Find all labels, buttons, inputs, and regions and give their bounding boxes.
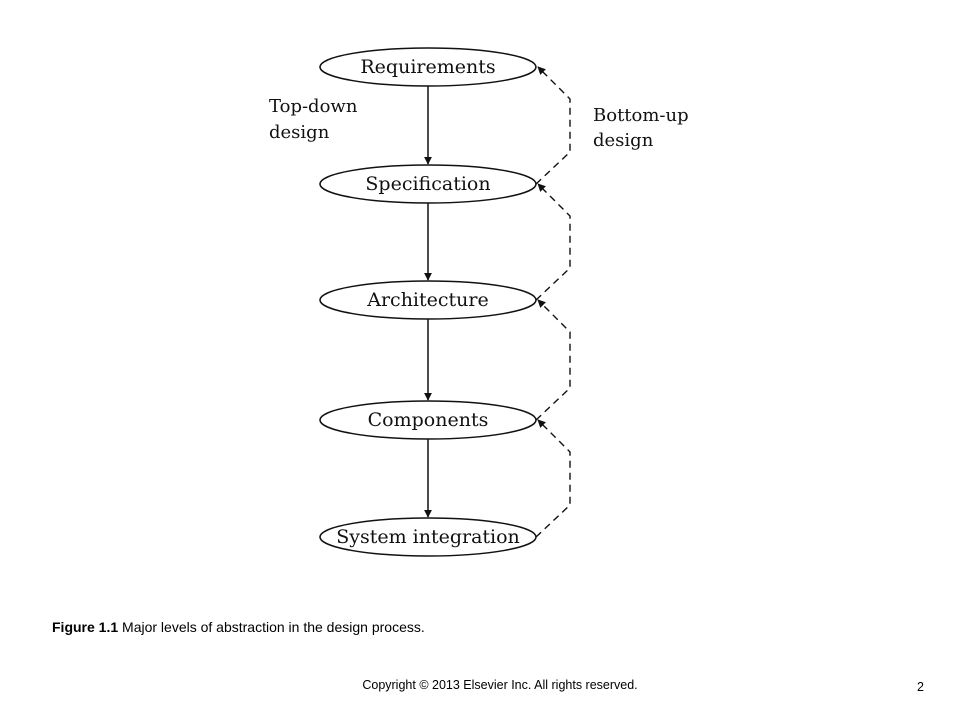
- node-components: Components: [319, 400, 537, 440]
- top-down-design-label: Top-down design: [269, 96, 363, 143]
- node-label-system-integration: System integration: [336, 526, 520, 548]
- bottom-up-arrow-2: [535, 183, 571, 301]
- bottom-up-arrow-1: [535, 66, 571, 185]
- top-down-label-line-2: design: [269, 122, 330, 143]
- bottom-up-label-line-1: Bottom-up: [593, 105, 689, 126]
- node-label-components: Components: [368, 409, 489, 431]
- node-label-requirements: Requirements: [360, 56, 495, 78]
- top-down-label-line-1: Top-down: [269, 96, 358, 117]
- figure-caption: Figure 1.1 Major levels of abstraction i…: [52, 619, 425, 635]
- bottom-up-design-label: Bottom-up design: [593, 105, 694, 151]
- node-specification: Specification: [319, 164, 537, 204]
- node-label-specification: Specification: [365, 173, 490, 195]
- bottom-up-label-line-2: design: [593, 130, 654, 151]
- figure-caption-text: Major levels of abstraction in the desig…: [118, 619, 425, 635]
- figure-number: Figure 1.1: [52, 619, 119, 635]
- node-requirements: Requirements: [319, 47, 537, 87]
- node-architecture: Architecture: [319, 280, 537, 320]
- bottom-up-arrow-3: [535, 299, 571, 421]
- node-system-integration: System integration: [319, 517, 537, 557]
- node-label-architecture: Architecture: [366, 289, 488, 311]
- bottom-up-arrow-4: [535, 419, 571, 538]
